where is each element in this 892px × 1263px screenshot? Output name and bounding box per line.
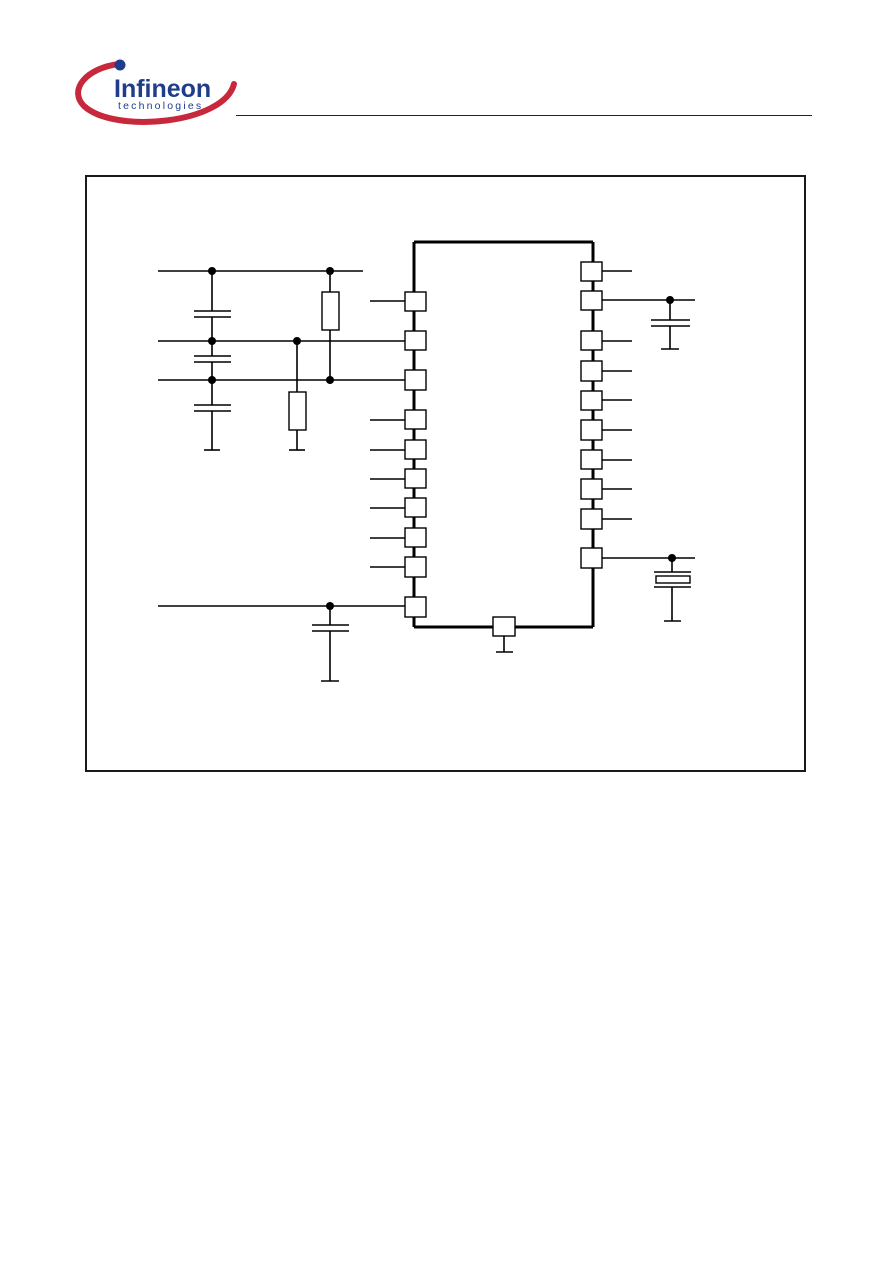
ground-pin <box>496 636 513 653</box>
pin-box <box>404 527 427 548</box>
left-pins <box>404 291 427 618</box>
pin-box <box>404 369 427 391</box>
logo-dot <box>114 59 126 71</box>
right-pin-leads <box>602 270 632 520</box>
logo-swoosh <box>75 61 237 125</box>
pin-box <box>580 360 603 382</box>
pin-box <box>580 290 603 311</box>
pin-box-bottom <box>492 616 516 637</box>
pin-box <box>404 291 427 312</box>
pin-box <box>580 508 603 530</box>
pin-box <box>580 449 603 470</box>
pin-box <box>580 390 603 411</box>
right-pins <box>580 261 603 569</box>
pin-box <box>580 261 603 282</box>
pin-box <box>404 497 427 518</box>
pin-box <box>580 330 603 351</box>
pin-box <box>404 468 427 489</box>
pin-box <box>404 439 427 460</box>
ic-body <box>412 240 595 629</box>
pin-box <box>404 596 427 618</box>
header-rule <box>236 115 812 116</box>
left-pin-leads <box>370 300 405 568</box>
pin-box <box>580 478 603 500</box>
pin-box <box>580 547 603 569</box>
pin-box <box>404 556 427 578</box>
logo-tagline-text: technologies <box>118 100 203 112</box>
pin-box <box>404 330 427 351</box>
input-capacitor <box>158 602 405 682</box>
crystal-resonator <box>602 554 695 622</box>
pin-box <box>580 419 603 441</box>
logo-brand-text: Infineon <box>114 75 211 103</box>
schematic-frame <box>85 175 806 772</box>
output-capacitor <box>602 296 695 350</box>
pin-box <box>404 409 427 430</box>
supply-decoupling-network <box>158 267 405 451</box>
infineon-logo: Infineon technologies <box>74 54 244 132</box>
